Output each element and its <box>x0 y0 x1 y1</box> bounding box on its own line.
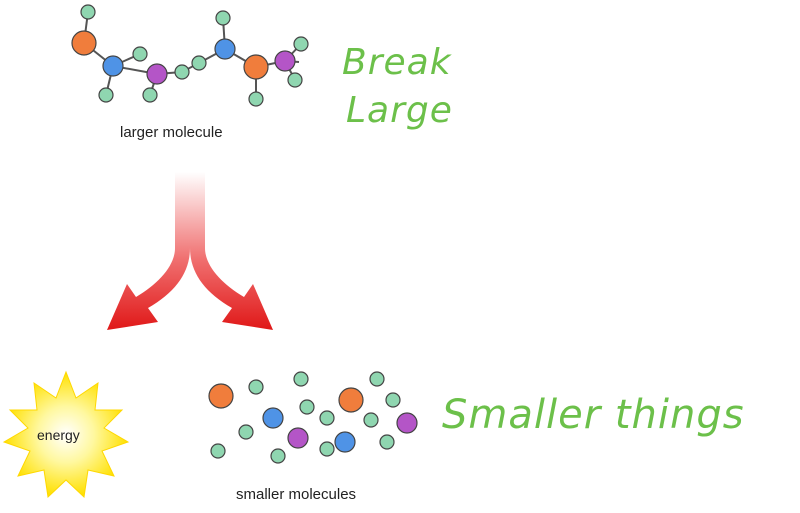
atom-orange <box>338 387 364 413</box>
atom-purple <box>146 63 168 85</box>
atom-green <box>293 371 309 387</box>
atom-purple <box>274 50 296 72</box>
atom-green <box>238 424 254 440</box>
larger-molecule-label: larger molecule <box>120 124 223 141</box>
energy-burst <box>2 370 130 499</box>
atom-green <box>369 371 385 387</box>
atom-green <box>174 64 190 80</box>
arrow-left-branch <box>107 172 190 330</box>
atom-green <box>98 87 114 103</box>
atom-green <box>293 36 309 52</box>
atom-green <box>191 55 207 71</box>
atom-green <box>248 379 264 395</box>
atom-green <box>363 412 379 428</box>
atom-blue <box>334 431 356 453</box>
atom-orange <box>71 30 97 56</box>
larger-molecule-atoms <box>71 4 309 107</box>
atom-purple <box>287 427 309 449</box>
smaller-molecules-label: smaller molecules <box>236 486 357 503</box>
annotation-break: Break <box>342 42 452 83</box>
atom-green <box>210 443 226 459</box>
atom-blue <box>262 407 284 429</box>
sun-shape <box>2 370 130 499</box>
annotation-large: Large <box>346 90 453 131</box>
atom-green <box>287 72 303 88</box>
atom-green <box>132 46 148 62</box>
atom-green <box>379 434 395 450</box>
annotation-smaller-things: Smaller things <box>442 392 745 438</box>
atom-green <box>319 410 335 426</box>
larger-molecule <box>83 11 302 99</box>
atom-green <box>142 87 158 103</box>
energy-label: energy <box>37 427 80 443</box>
smaller-molecules <box>208 371 418 464</box>
atom-green <box>80 4 96 20</box>
atom-blue <box>214 38 236 60</box>
split-arrow <box>107 172 273 330</box>
atom-orange <box>208 383 234 409</box>
atom-green <box>215 10 231 26</box>
atom-purple <box>396 412 418 434</box>
atom-blue <box>102 55 124 77</box>
atom-orange <box>243 54 269 80</box>
arrow-right-branch <box>190 172 273 330</box>
atom-green <box>270 448 286 464</box>
atom-green <box>248 91 264 107</box>
atom-green <box>319 441 335 457</box>
atom-green <box>385 392 401 408</box>
atom-green <box>299 399 315 415</box>
